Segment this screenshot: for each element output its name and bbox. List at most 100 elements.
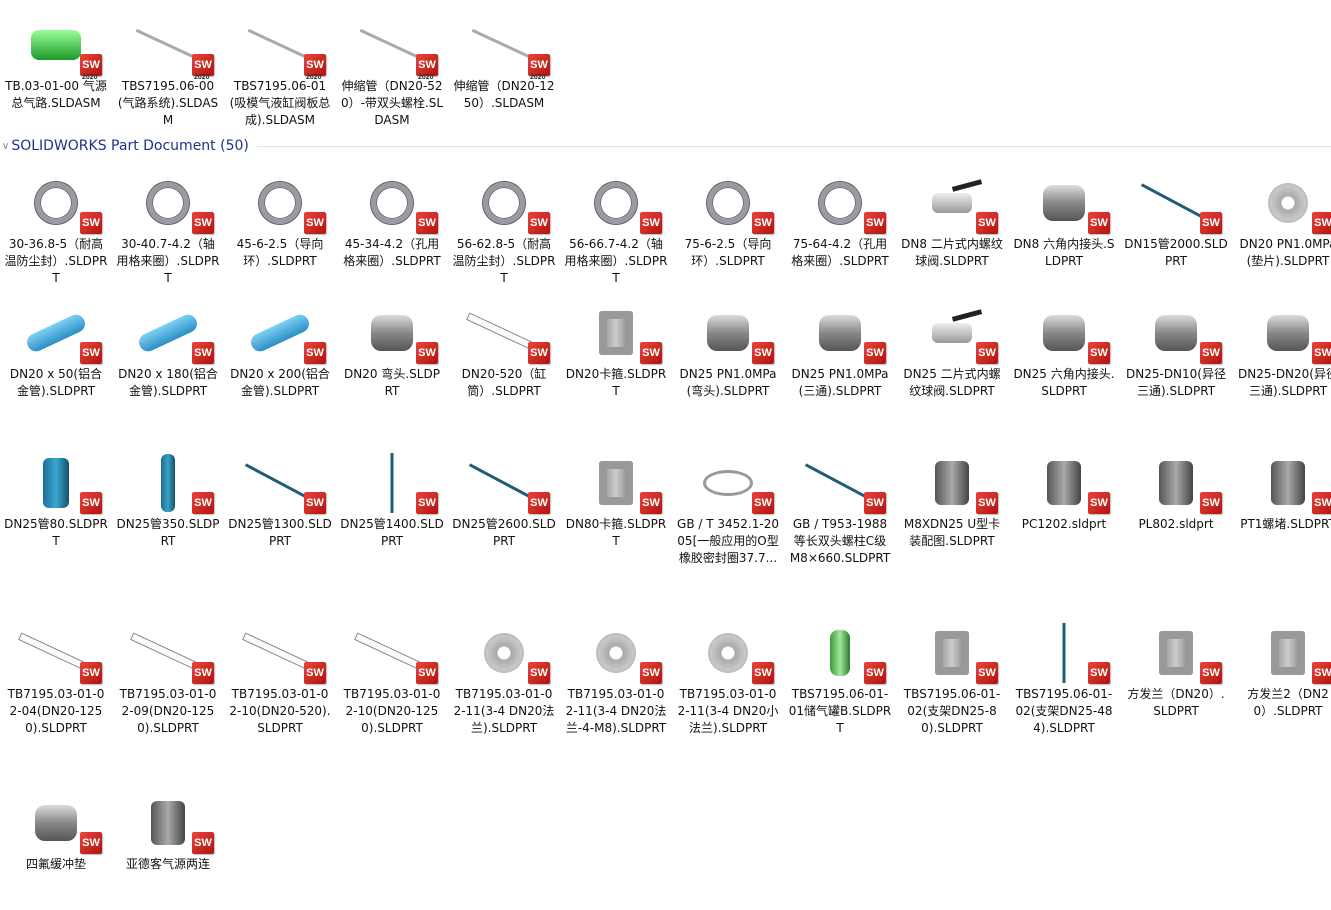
file-item[interactable]: SW PC1202.sldprt: [1008, 450, 1120, 533]
file-item[interactable]: SW DN25 PN1.0MPa (三通).SLDPRT: [784, 300, 896, 400]
file-item[interactable]: SW DN20 x 50(铝合金管).SLDPRT: [0, 300, 112, 400]
fitting-part-icon: [1043, 185, 1085, 221]
file-item[interactable]: SW TBS7195.06-01-01储气罐B.SLDPRT: [784, 620, 896, 737]
file-item[interactable]: SW GB / T953-1988 等长双头螺柱C级 M8×660.SLDPRT: [784, 450, 896, 567]
file-item[interactable]: SW 30-36.8-5（耐高温防尘封）.SLDPRT: [0, 170, 112, 287]
solidworks-icon: SW: [416, 342, 438, 364]
file-thumbnail: SW: [1008, 450, 1120, 516]
fitting-part-icon: [1155, 315, 1197, 351]
solidworks-icon: SW: [1312, 342, 1331, 364]
file-item[interactable]: SW 方发兰2（DN20）.SLDPRT: [1232, 620, 1331, 720]
file-name: PT1螺堵.SLDPRT: [1240, 517, 1331, 531]
file-item[interactable]: SW 56-62.8-5（耐高温防尘封）.SLDPRT: [448, 170, 560, 287]
file-thumbnail: SW: [448, 450, 560, 516]
file-item[interactable]: SW 45-34-4.2（孔用格来圈）.SLDPRT: [336, 170, 448, 270]
file-name: TBS7195.06-00(气路系统).SLDASM: [117, 79, 219, 127]
file-name: 56-62.8-5（耐高温防尘封）.SLDPRT: [452, 237, 556, 285]
ring-part-icon: [595, 182, 637, 224]
file-item[interactable]: SW 75-64-4.2（孔用格来圈）.SLDPRT: [784, 170, 896, 270]
file-item[interactable]: SW 2020 TBS7195.06-00(气路系统).SLDASM: [112, 12, 224, 129]
file-item[interactable]: SW DN20卡箍.SLDPRT: [560, 300, 672, 400]
file-name: DN25管1300.SLDPRT: [228, 517, 332, 548]
solidworks-icon: SW: [528, 662, 550, 684]
file-item[interactable]: SW DN25 二片式内螺纹球阀.SLDPRT: [896, 300, 1008, 400]
file-item[interactable]: SW 2020 TBS7195.06-01(吸模气液缸阀板总成).SLDASM: [224, 12, 336, 129]
chevron-down-icon[interactable]: ∨: [2, 140, 10, 152]
solidworks-icon: SW: [976, 662, 998, 684]
file-item[interactable]: SW DN20 弯头.SLDPRT: [336, 300, 448, 400]
file-item[interactable]: SW DN25管80.SLDPRT: [0, 450, 112, 550]
file-item[interactable]: SW TB7195.03-01-02-09(DN20-1250).SLDPRT: [112, 620, 224, 737]
file-item[interactable]: SW TB7195.03-01-02-11(3-4 DN20法兰-4-M8).S…: [560, 620, 672, 737]
file-item[interactable]: SW DN20 x 180(铝合金管).SLDPRT: [112, 300, 224, 400]
file-item[interactable]: SW TBS7195.06-01-02(支架DN25-484).SLDPRT: [1008, 620, 1120, 737]
file-thumbnail: SW: [112, 300, 224, 366]
fitting-part-icon: [1043, 315, 1085, 351]
solidworks-icon: SW: [864, 342, 886, 364]
file-item[interactable]: SW M8XDN25 U型卡装配图.SLDPRT: [896, 450, 1008, 550]
file-item[interactable]: SW 四氟缓冲垫: [0, 790, 112, 873]
ring-part-icon: [483, 182, 525, 224]
file-thumbnail: SW: [1232, 170, 1331, 236]
file-name: 伸缩管（DN20-520）-带双头螺栓.SLDASM: [340, 79, 444, 127]
file-item[interactable]: SW DN15管2000.SLDPRT: [1120, 170, 1232, 270]
ring-part-icon: [707, 182, 749, 224]
file-item[interactable]: SW DN25 PN1.0MPa(弯头).SLDPRT: [672, 300, 784, 400]
file-item[interactable]: SW TB7195.03-01-02-10(DN20-520).SLDPRT: [224, 620, 336, 737]
file-item[interactable]: SW TB7195.03-01-02-11(3-4 DN20小法兰).SLDPR…: [672, 620, 784, 737]
file-item[interactable]: SW DN25-DN20(异径三通).SLDPRT: [1232, 300, 1331, 400]
file-item[interactable]: SW DN25管1400.SLDPRT: [336, 450, 448, 550]
file-name: DN25管1400.SLDPRT: [340, 517, 444, 548]
solidworks-icon: SW: [80, 662, 102, 684]
file-item[interactable]: SW 亚德客气源两连: [112, 790, 224, 873]
asmline-part-icon: [247, 28, 313, 62]
ring-part-icon: [35, 182, 77, 224]
file-item[interactable]: SW 2020 伸缩管（DN20-1250）.SLDASM: [448, 12, 560, 112]
asm-part-icon: [31, 30, 81, 60]
file-item[interactable]: SW DN8 六角内接头.SLDPRT: [1008, 170, 1120, 270]
file-item[interactable]: SW DN25管1300.SLDPRT: [224, 450, 336, 550]
file-item[interactable]: SW GB / T 3452.1-2005[一般应用的O型橡胶密封圈37.7..…: [672, 450, 784, 567]
file-item[interactable]: SW DN20 PN1.0MPa (垫片).SLDPRT: [1232, 170, 1331, 270]
file-name: DN25管80.SLDPRT: [4, 517, 108, 548]
file-item[interactable]: SW PT1螺堵.SLDPRT: [1232, 450, 1331, 533]
fitting-part-icon: [35, 805, 77, 841]
file-item[interactable]: SW 30-40.7-4.2（轴用格来圈）.SLDPRT: [112, 170, 224, 287]
file-item[interactable]: SW 75-6-2.5（导向环）.SLDPRT: [672, 170, 784, 270]
file-name: TB7195.03-01-02-11(3-4 DN20法兰-4-M8).SLDP…: [565, 687, 667, 735]
solidworks-icon: SW: [304, 212, 326, 234]
file-item[interactable]: SW DN25-DN10(异径三通).SLDPRT: [1120, 300, 1232, 400]
file-item[interactable]: SW 56-66.7-4.2（轴用格来圈）.SLDPRT: [560, 170, 672, 287]
file-thumbnail: SW: [112, 620, 224, 686]
file-thumbnail: SW: [560, 450, 672, 516]
file-item[interactable]: SW DN25管2600.SLDPRT: [448, 450, 560, 550]
file-thumbnail: SW 2020: [336, 12, 448, 81]
file-item[interactable]: SW DN8 二片式内螺纹球阀.SLDPRT: [896, 170, 1008, 270]
file-thumbnail: SW: [336, 620, 448, 686]
file-item[interactable]: SW TB7195.03-01-02-04(DN20-1250).SLDPRT: [0, 620, 112, 737]
file-item[interactable]: SW DN80卡箍.SLDPRT: [560, 450, 672, 550]
file-item[interactable]: SW DN25管350.SLDPRT: [112, 450, 224, 550]
file-name: DN80卡箍.SLDPRT: [565, 517, 667, 548]
group-header-part-documents[interactable]: ∨ SOLIDWORKS Part Document (50): [0, 136, 1331, 156]
file-item[interactable]: SW PL802.sldprt: [1120, 450, 1232, 533]
solidworks-icon: SW: [1088, 492, 1110, 514]
file-item[interactable]: SW 45-6-2.5（导向环）.SLDPRT: [224, 170, 336, 270]
file-item[interactable]: SW DN20 x 200(铝合金管).SLDPRT: [224, 300, 336, 400]
file-thumbnail: SW: [1120, 170, 1232, 236]
file-name: 方发兰（DN20）.SLDPRT: [1127, 687, 1225, 718]
solidworks-icon: SW: [192, 54, 214, 76]
file-item[interactable]: SW TB7195.03-01-02-11(3-4 DN20法兰).SLDPRT: [448, 620, 560, 737]
file-item[interactable]: SW 方发兰（DN20）.SLDPRT: [1120, 620, 1232, 720]
ring-part-icon: [147, 182, 189, 224]
file-item[interactable]: SW 2020 伸缩管（DN20-520）-带双头螺栓.SLDASM: [336, 12, 448, 129]
pipeblue-part-icon: [24, 311, 88, 355]
file-item[interactable]: SW DN25 六角内接头.SLDPRT: [1008, 300, 1120, 400]
file-item[interactable]: SW 2020 TB.03-01-00 气源总气路.SLDASM: [0, 12, 112, 112]
version-year-badge: 2020: [530, 74, 546, 81]
group-divider: [256, 145, 1331, 147]
file-item[interactable]: SW TBS7195.06-01-02(支架DN25-80).SLDPRT: [896, 620, 1008, 737]
file-item[interactable]: SW TB7195.03-01-02-10(DN20-1250).SLDPRT: [336, 620, 448, 737]
file-item[interactable]: SW DN20-520（缸筒）.SLDPRT: [448, 300, 560, 400]
file-name: DN20 PN1.0MPa (垫片).SLDPRT: [1239, 237, 1331, 268]
